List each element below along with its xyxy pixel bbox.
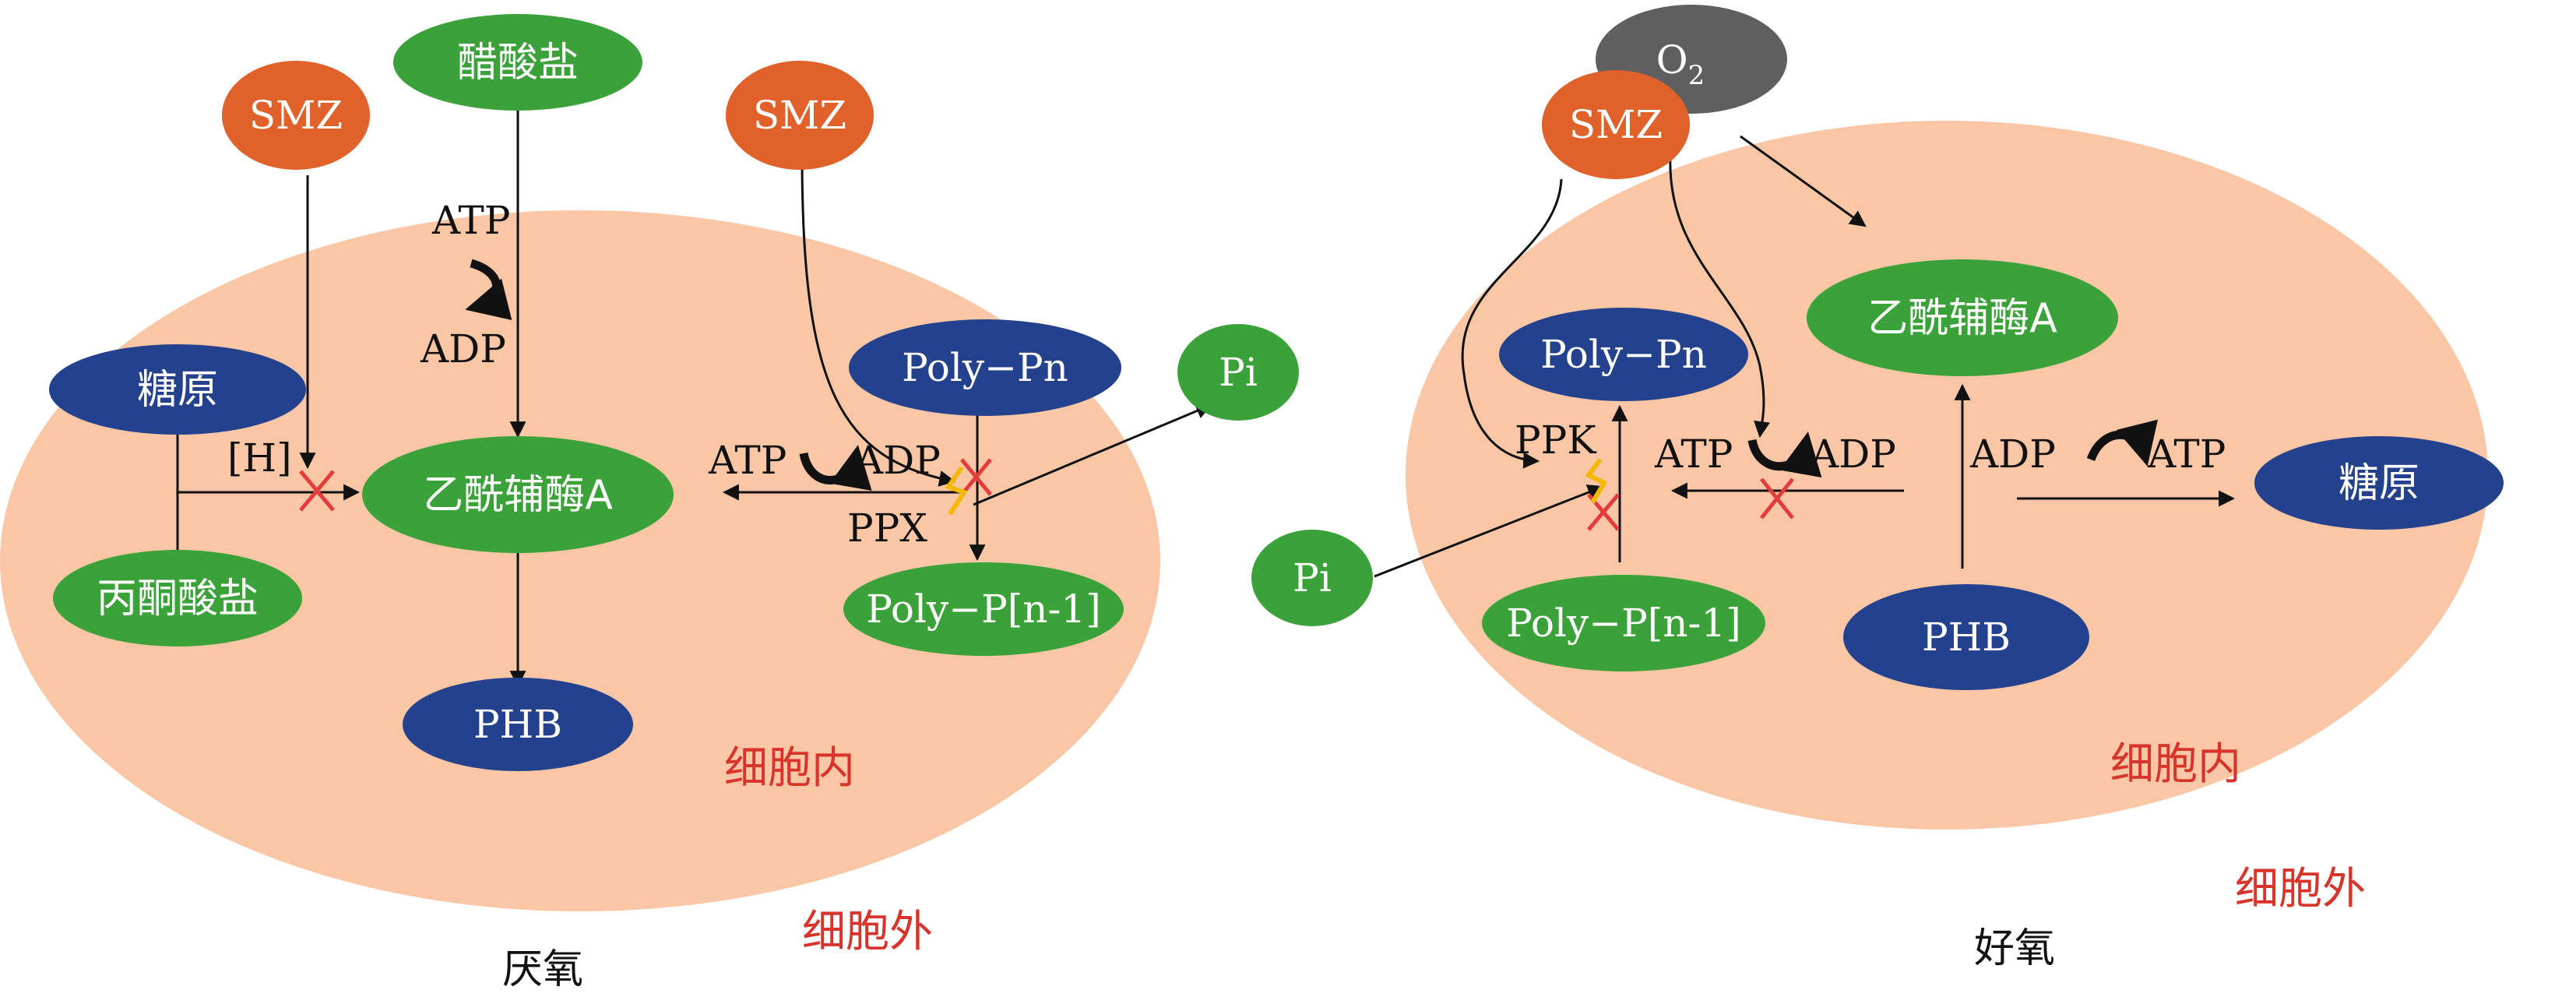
inhibit-cross-atp-adp [1760,477,1794,520]
pi-node-aerobic [1251,530,1373,626]
adp-mid-aerobic-label: ADP [1810,432,1896,477]
pi-label-aerobic: Pi [1293,555,1332,601]
poly-pn-aerobic-label: Poly−Pn [1540,332,1707,377]
poly-pn1-node [843,562,1124,656]
atp-mid-aerobic-label: ATP [1654,432,1733,477]
ppx-label: PPX [847,506,927,551]
adp-atp-curl-aerobic [2086,419,2158,467]
inhibit-cross-h [299,470,335,512]
adp-mid-label: ADP [854,438,941,483]
smz-left-node [222,61,370,170]
acetyl-coa-node [362,436,674,553]
adp-top-label: ADP [420,326,506,372]
smz-left-label: SMZ [249,93,343,138]
acetyl-coa-aerobic-label: 乙酰辅酶A [1867,295,2057,342]
zigzag-icon-aerobic [1585,458,1608,504]
glycogen-label: 糖原 [137,367,218,414]
anaerobic-caption: 厌氧 [502,946,583,993]
adp-right-label: ADP [1969,432,2056,477]
acetyl-coa-label: 乙酰辅酶A [423,472,613,519]
pi-uptake-arrow [1374,484,1604,578]
smz-aerobic-node [1542,70,1690,179]
aerobic-outside-label: 细胞外 [2235,864,2366,914]
pi-label-anaerobic: Pi [1219,350,1258,395]
poly-pn1-label: Poly−P[n-1] [866,587,1100,632]
poly-pn1-aerobic-label: Poly−P[n-1] [1506,601,1740,646]
smz-aerobic-label: SMZ [1569,102,1663,147]
anaerobic-inside-label: 细胞内 [724,743,855,794]
ppk-label: PPK [1515,417,1597,463]
atp-adp-curl-top [465,259,512,320]
inhibit-cross-ppx [960,458,992,496]
phb-aerobic-label: PHB [1922,615,2011,660]
pi-release-arrow [973,403,1212,506]
aerobic-inside-label: 细胞内 [2110,739,2241,790]
pyruvate-label: 丙酮酸盐 [97,576,259,622]
smz-right-label: SMZ [753,93,846,138]
smz-right-arrow [801,155,956,487]
atp-top-label: ATP [431,198,510,243]
poly-pn-aerobic-node [1499,308,1748,401]
poly-pn-label: Poly−Pn [902,345,1068,390]
glycogen-node [49,344,306,435]
anaerobic-outside-label: 细胞外 [802,907,933,957]
phb-node [403,678,633,771]
atp-mid-label: ATP [708,438,787,483]
phb-aerobic-node [1843,584,2089,690]
o2-label: O2 [1656,37,1705,91]
atp-right-label: ATP [2147,432,2226,477]
pi-node-anaerobic [1177,324,1299,421]
acetate-node [393,14,642,111]
h-label: [H] [227,435,292,481]
smz-to-atp-adp-arrow [1669,155,1770,439]
poly-pn1-aerobic-node [1482,575,1765,671]
atp-adp-curl-aerobic [1747,432,1822,478]
smz-right-node [726,61,874,170]
phb-label: PHB [473,702,562,747]
smz-to-ppk-arrow [1461,178,1563,469]
poly-pn-node [849,319,1121,416]
o2-arrow [1740,135,1867,227]
glycogen-aerobic-label: 糖原 [2338,460,2419,507]
aerobic-caption: 好氧 [1974,925,2055,972]
zigzag-icon [945,466,968,516]
acetate-label: 醋酸盐 [457,40,579,86]
pyruvate-node [53,550,302,646]
glycogen-aerobic-node [2254,436,2504,530]
acetyl-coa-aerobic-node [1807,259,2118,376]
atp-adp-curl-mid [799,445,872,491]
